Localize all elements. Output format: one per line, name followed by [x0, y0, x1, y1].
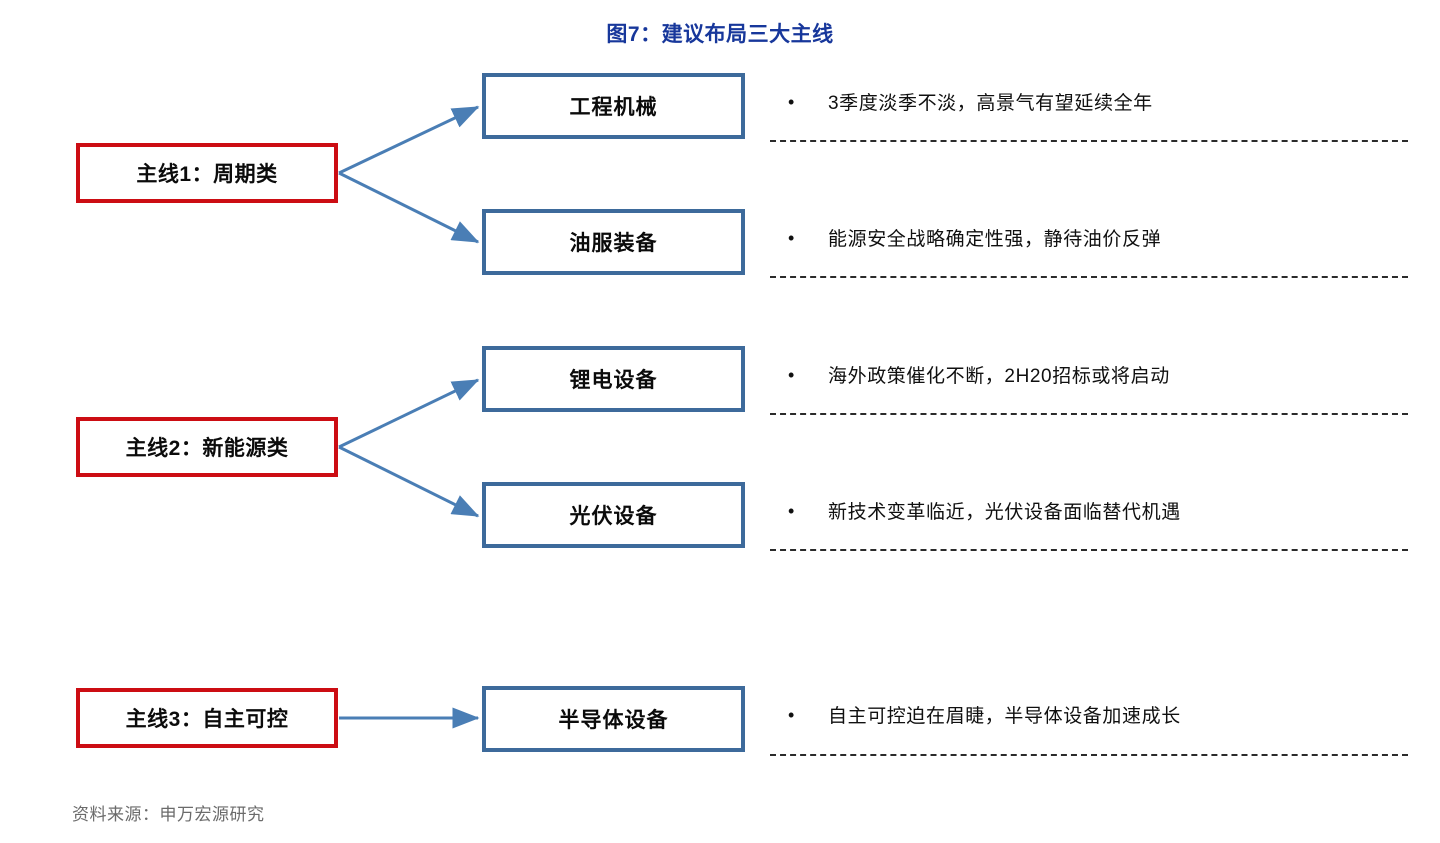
theme-box-3-label: 主线3：自主可控: [125, 708, 289, 731]
sector-box-1-label: 工程机械: [569, 96, 658, 119]
note-row-4: • 新技术变革临近，光伏设备面临替代机遇: [788, 497, 1181, 524]
theme-box-1-label: 主线1：周期类: [136, 163, 278, 186]
divider-1: [770, 140, 1408, 142]
theme-box-3[interactable]: 主线3：自主可控: [76, 688, 338, 748]
note-text-1: 3季度淡季不淡，高景气有望延续全年: [828, 93, 1153, 114]
sector-box-1[interactable]: 工程机械: [482, 73, 745, 139]
divider-2: [770, 276, 1408, 278]
theme-box-2-label: 主线2：新能源类: [125, 437, 289, 460]
note-row-3: • 海外政策催化不断，2H20招标或将启动: [788, 361, 1170, 388]
arrow-theme2-to-sector3: [338, 378, 480, 449]
divider-5: [770, 754, 1408, 756]
sector-box-4-label: 光伏设备: [569, 505, 658, 528]
source-note: 资料来源：申万宏源研究: [72, 805, 265, 824]
bullet-icon: •: [788, 227, 795, 248]
sector-box-3[interactable]: 锂电设备: [482, 346, 745, 412]
note-row-2: • 能源安全战略确定性强，静待油价反弹: [788, 224, 1161, 251]
sector-box-2[interactable]: 油服装备: [482, 209, 745, 275]
divider-4: [770, 549, 1408, 551]
arrow-theme1-to-sector2: [338, 171, 480, 244]
note-text-3: 海外政策催化不断，2H20招标或将启动: [828, 366, 1170, 387]
note-text-2: 能源安全战略确定性强，静待油价反弹: [828, 229, 1162, 250]
sector-box-5[interactable]: 半导体设备: [482, 686, 745, 752]
divider-3: [770, 413, 1408, 415]
sector-box-3-label: 锂电设备: [569, 369, 658, 392]
arrow-theme1-to-sector1: [338, 105, 480, 175]
note-row-1: • 3季度淡季不淡，高景气有望延续全年: [788, 88, 1153, 115]
bullet-icon: •: [788, 704, 795, 725]
bullet-icon: •: [788, 91, 795, 112]
bullet-icon: •: [788, 364, 795, 385]
sector-box-5-label: 半导体设备: [558, 709, 669, 732]
arrow-theme2-to-sector4: [338, 445, 480, 518]
bullet-icon: •: [788, 500, 795, 521]
note-text-5: 自主可控迫在眉睫，半导体设备加速成长: [828, 706, 1181, 727]
theme-box-2[interactable]: 主线2：新能源类: [76, 417, 338, 477]
note-row-5: • 自主可控迫在眉睫，半导体设备加速成长: [788, 701, 1181, 728]
theme-box-1[interactable]: 主线1：周期类: [76, 143, 338, 203]
note-text-4: 新技术变革临近，光伏设备面临替代机遇: [828, 502, 1181, 523]
page-title: 图7：建议布局三大主线: [606, 23, 834, 46]
sector-box-4[interactable]: 光伏设备: [482, 482, 745, 548]
sector-box-2-label: 油服装备: [569, 232, 658, 255]
